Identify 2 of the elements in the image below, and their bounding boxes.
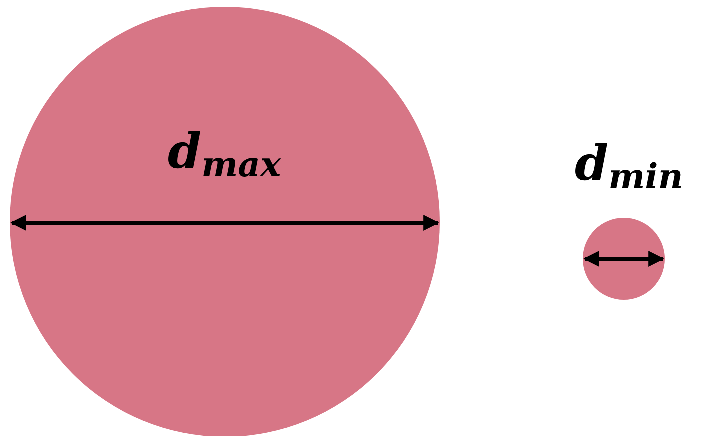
dimension-label: d$_{min}$ <box>575 140 684 196</box>
dimension-label: d$_{max}$ <box>168 128 282 184</box>
